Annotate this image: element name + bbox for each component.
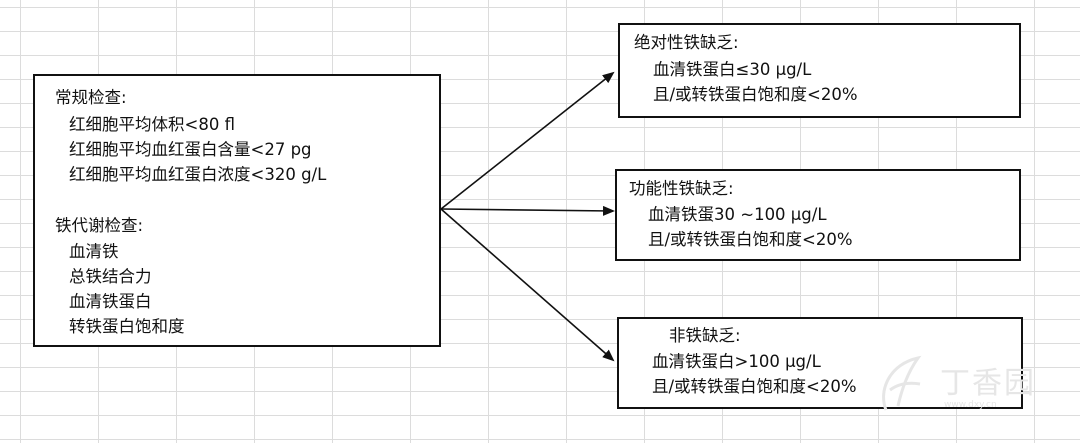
functional-iron-deficiency-box: 功能性铁缺乏: 血清铁蛋30 ~100 μg/L 且/或转铁蛋白饱和度<20%: [615, 169, 1021, 261]
routine-item: 红细胞平均血红蛋白浓度<320 g/L: [69, 165, 327, 184]
iron-heading: 铁代谢检查:: [55, 216, 144, 235]
box-criterion: 血清铁蛋白>100 μg/L: [652, 352, 821, 371]
iron-item: 血清铁蛋白: [69, 292, 152, 311]
arrow-to-absolute: [440, 71, 615, 210]
box-criterion: 血清铁蛋30 ~100 μg/L: [648, 205, 827, 224]
arrow-to-functional: [440, 205, 615, 216]
absolute-iron-deficiency-box: 绝对性铁缺乏: 血清铁蛋白≤30 μg/L 且/或转铁蛋白饱和度<20%: [618, 23, 1021, 118]
iron-item: 血清铁: [69, 242, 119, 261]
iron-item: 转铁蛋白饱和度: [69, 317, 185, 336]
routine-item: 红细胞平均血红蛋白含量<27 pg: [69, 140, 312, 159]
watermark-logo-icon: [882, 355, 922, 411]
iron-item: 总铁结合力: [69, 267, 152, 286]
watermark-text: 丁香园: [940, 366, 1036, 401]
routine-item: 红细胞平均体积<80 fl: [69, 115, 235, 134]
arrow-to-non-deficiency: [440, 208, 615, 362]
box-criterion: 且/或转铁蛋白饱和度<20%: [648, 230, 853, 249]
box-criterion: 血清铁蛋白≤30 μg/L: [653, 60, 812, 79]
box-title: 功能性铁缺乏:: [629, 179, 734, 198]
lab-tests-box: 常规检查: 红细胞平均体积<80 fl 红细胞平均血红蛋白含量<27 pg 红细…: [33, 74, 441, 347]
box-title: 非铁缺乏:: [669, 326, 741, 345]
box-criterion: 且/或转铁蛋白饱和度<20%: [653, 85, 858, 104]
routine-heading: 常规检查:: [55, 88, 127, 107]
dxy-watermark: 丁香园 www.dxy.cn: [868, 350, 1068, 420]
non-iron-deficiency-box: 非铁缺乏: 血清铁蛋白>100 μg/L 且/或转铁蛋白饱和度<20%: [617, 317, 1023, 409]
box-criterion: 且/或转铁蛋白饱和度<20%: [652, 377, 857, 396]
watermark-subtext: www.dxy.cn: [944, 400, 997, 410]
box-title: 绝对性铁缺乏:: [634, 33, 739, 52]
